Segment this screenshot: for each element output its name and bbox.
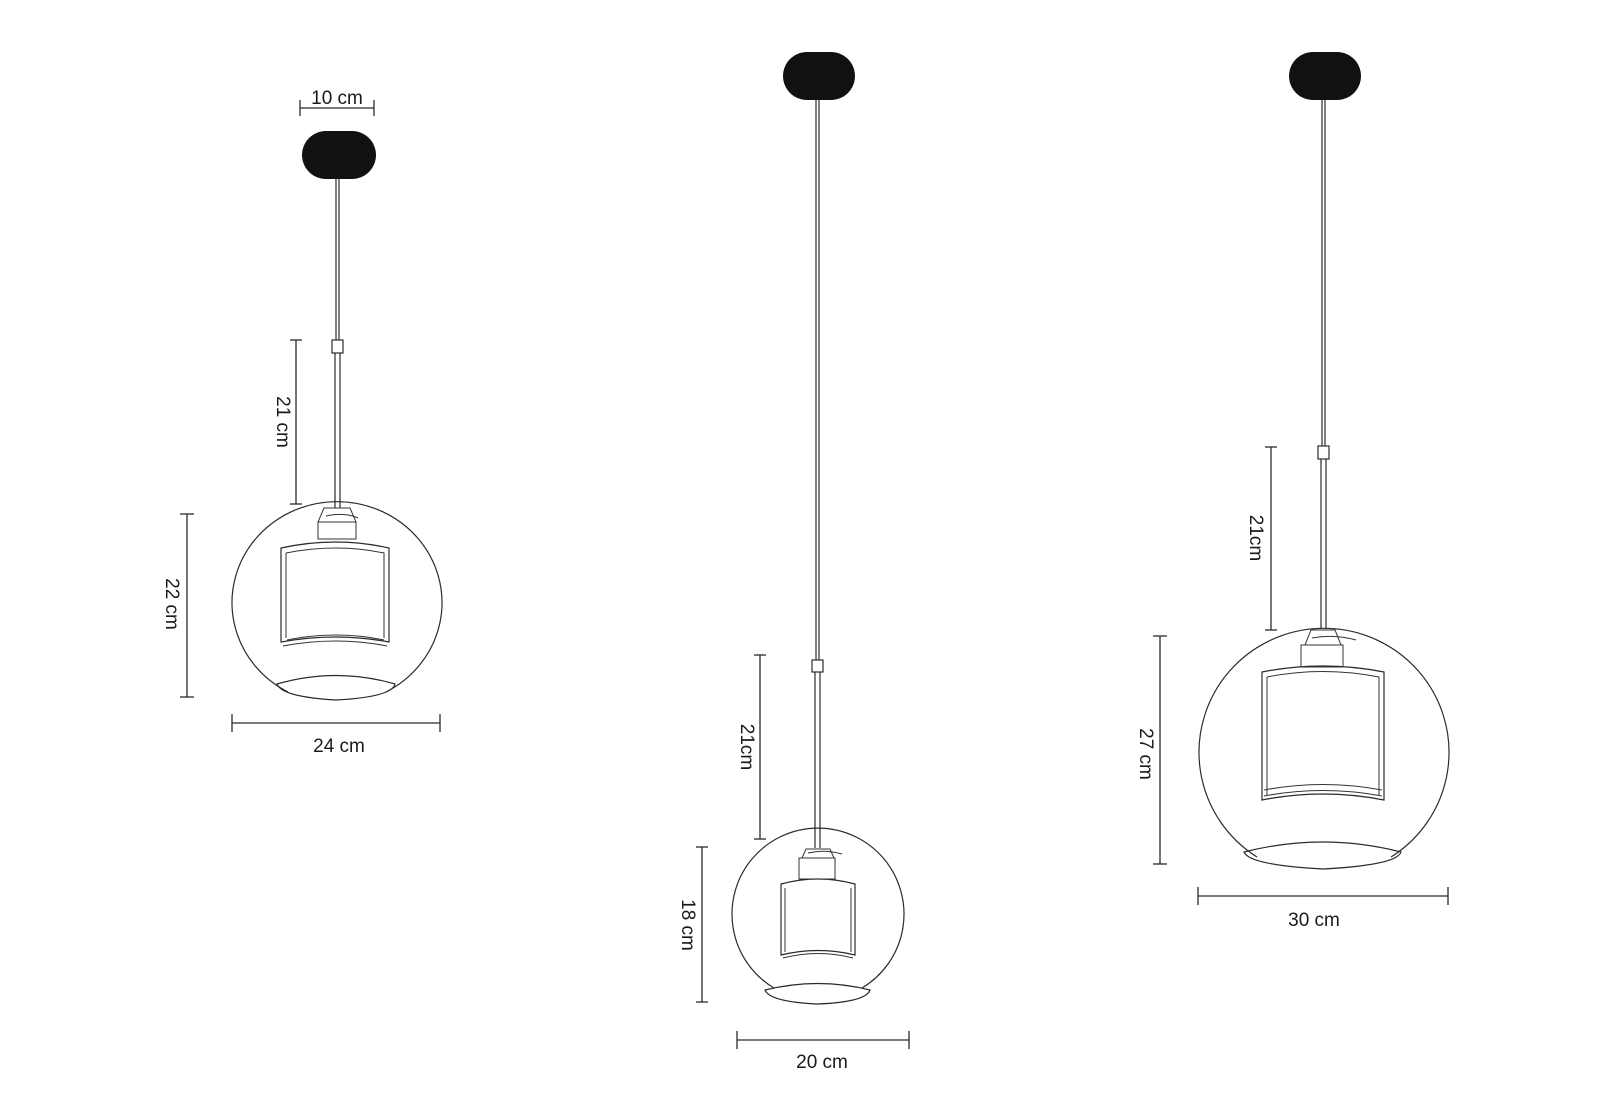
cable-connector: [811, 659, 824, 673]
globe-opening: [276, 674, 396, 701]
glass-globe: [1198, 627, 1450, 858]
inner-shade: [1261, 665, 1385, 801]
width-label: 30 cm: [1288, 910, 1340, 931]
height-dimension: 22 cm: [161, 513, 194, 698]
glass-globe: [731, 827, 905, 989]
inner-shade: [780, 878, 856, 956]
ceiling-canopy: [783, 52, 855, 100]
socket-cap: [801, 848, 835, 859]
drop-label: 21 cm: [272, 396, 293, 448]
drop-label: 21cm: [1245, 515, 1266, 561]
height-label: 22 cm: [161, 578, 182, 630]
inner-shade: [280, 541, 390, 643]
canopy-width-dimension: 10 cm: [299, 88, 375, 116]
canopy-width-label: 10 cm: [311, 88, 363, 109]
height-label: 18 cm: [677, 899, 698, 951]
width-label: 24 cm: [313, 736, 365, 757]
lamp-20cm-drawing: 21cm 18 cm 20 cm: [677, 52, 910, 1073]
drop-dimension: 21cm: [1245, 446, 1277, 631]
ceiling-canopy: [302, 131, 376, 179]
socket-cap: [1304, 629, 1342, 646]
drop-dimension: 21cm: [736, 654, 766, 840]
width-dimension: 24 cm: [231, 714, 441, 757]
ceiling-canopy: [1289, 52, 1361, 100]
globe-opening: [764, 982, 871, 1005]
globe-opening: [1243, 841, 1402, 870]
cable-connector: [331, 339, 344, 354]
height-label: 27 cm: [1135, 728, 1156, 780]
drop-dimension: 21 cm: [272, 339, 302, 505]
width-dimension: 30 cm: [1197, 887, 1449, 931]
lamp-24cm-drawing: 10 cm 21 cm: [161, 88, 443, 757]
height-dimension: 27 cm: [1135, 635, 1167, 865]
width-dimension: 20 cm: [736, 1031, 910, 1073]
width-label: 20 cm: [796, 1052, 848, 1073]
lamp-30cm-drawing: 21cm 27 cm 30 cm: [1135, 52, 1450, 931]
glass-globe: [231, 501, 443, 693]
height-dimension: 18 cm: [677, 846, 708, 1003]
cable-connector: [1317, 445, 1330, 460]
drop-label: 21cm: [736, 724, 757, 770]
